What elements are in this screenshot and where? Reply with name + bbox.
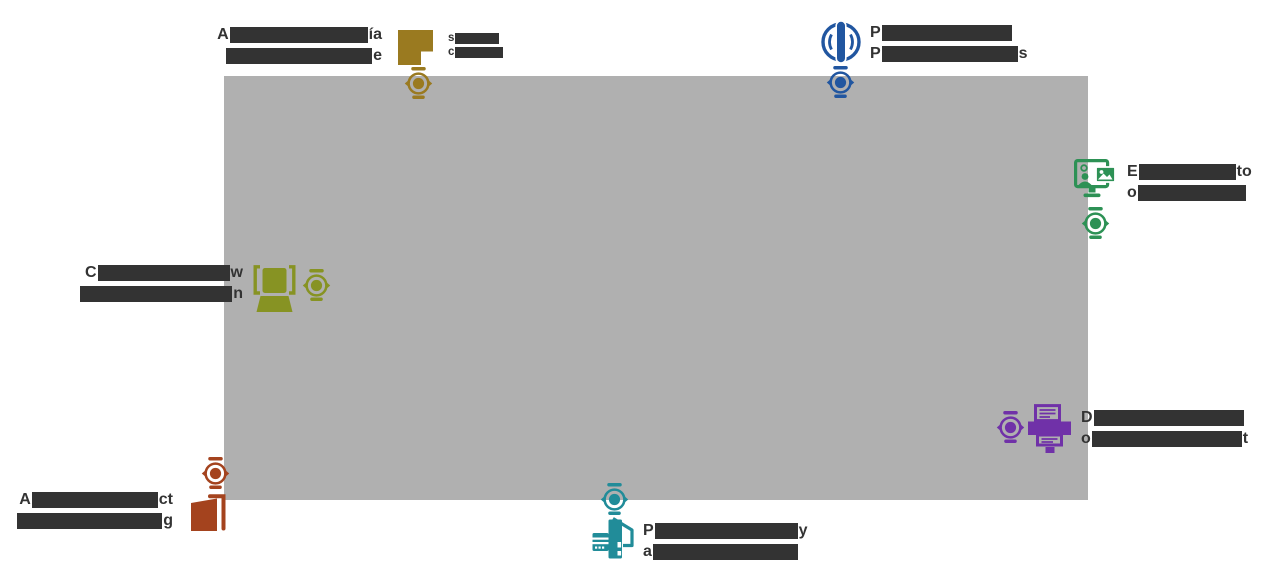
- label-line: P s: [870, 43, 1028, 64]
- camera-360-icon: [404, 67, 433, 99]
- label-fragment: o: [1127, 184, 1137, 201]
- redacted-text: [654, 522, 798, 539]
- label-fragment: t: [1242, 430, 1249, 447]
- label-fragment: C: [84, 264, 97, 281]
- label-fragment: to: [1236, 163, 1252, 180]
- green-device-label: E to o: [1127, 161, 1252, 203]
- redacted-text: [97, 264, 230, 281]
- purple-device-label: D o t: [1081, 407, 1248, 449]
- label-fragment: P: [643, 522, 654, 539]
- redacted-text: [1091, 430, 1242, 447]
- redacted-text: [17, 512, 163, 529]
- label-fragment: y: [798, 522, 808, 539]
- label-line: o t: [1081, 428, 1248, 449]
- kiosk-terminal-icon: [591, 515, 636, 560]
- blue-device-label: P P s: [870, 22, 1028, 64]
- redacted-text: [455, 46, 504, 58]
- label-line: e: [217, 45, 382, 66]
- label-line: P y: [643, 520, 808, 541]
- camera-360-icon: [1081, 207, 1110, 239]
- label-fragment: E: [1127, 163, 1138, 180]
- redacted-text: [652, 543, 798, 560]
- label-fragment: e: [373, 47, 382, 64]
- label-fragment: A: [217, 26, 229, 43]
- siren-speaker-icon: [819, 18, 863, 65]
- panel-device-icon: [398, 30, 433, 65]
- redacted-text: [80, 285, 233, 302]
- camera-360-icon: [826, 66, 855, 98]
- redacted-text: [881, 24, 1012, 41]
- redacted-text: [455, 32, 500, 44]
- label-fragment: o: [1081, 430, 1091, 447]
- label-fragment: w: [230, 264, 243, 281]
- label-line: A ía: [217, 24, 382, 45]
- label-line: a: [643, 541, 808, 562]
- label-fragment: c: [448, 45, 455, 58]
- workstation-monitor-icon: [1074, 159, 1117, 199]
- redacted-text: [1093, 409, 1244, 426]
- label-line: g: [17, 510, 173, 531]
- label-line: n: [80, 283, 243, 304]
- printer-documents-icon: [1026, 404, 1073, 453]
- amber-device-sublabel: s c: [448, 31, 504, 59]
- label-line: C w: [80, 262, 243, 283]
- label-line: A ct: [17, 489, 173, 510]
- label-line: o: [1127, 182, 1252, 203]
- brown-device-label: A ct g: [17, 489, 173, 531]
- label-line: D: [1081, 407, 1248, 428]
- label-fragment: D: [1081, 409, 1093, 426]
- label-fragment: P: [870, 24, 881, 41]
- open-door-icon: [190, 494, 231, 533]
- olive-device-label: C w n: [80, 262, 243, 304]
- redacted-text: [229, 26, 368, 43]
- floor-plan-area: [224, 76, 1088, 500]
- camera-360-icon: [996, 411, 1025, 443]
- label-line: s: [448, 31, 503, 45]
- redacted-text: [1137, 184, 1246, 201]
- label-fragment: P: [870, 45, 881, 62]
- label-fragment: a: [643, 543, 652, 560]
- redacted-text: [226, 47, 373, 64]
- label-fragment: ía: [368, 26, 382, 43]
- teal-device-label: P y a: [643, 520, 808, 562]
- amber-device-label: A ía e: [217, 24, 382, 66]
- label-fragment: A: [19, 491, 31, 508]
- camera-360-icon: [201, 457, 230, 489]
- chair-top-view-icon: [251, 265, 298, 312]
- camera-360-icon: [302, 269, 331, 301]
- label-fragment: s: [448, 31, 455, 44]
- label-fragment: ct: [158, 491, 173, 508]
- label-line: c: [448, 45, 504, 59]
- label-fragment: g: [163, 512, 173, 529]
- redacted-text: [881, 45, 1018, 62]
- label-fragment: n: [233, 285, 243, 302]
- redacted-text: [31, 491, 158, 508]
- label-line: P: [870, 22, 1028, 43]
- camera-360-icon: [600, 483, 629, 515]
- label-fragment: s: [1018, 45, 1028, 62]
- label-line: E to: [1127, 161, 1252, 182]
- redacted-text: [1138, 163, 1236, 180]
